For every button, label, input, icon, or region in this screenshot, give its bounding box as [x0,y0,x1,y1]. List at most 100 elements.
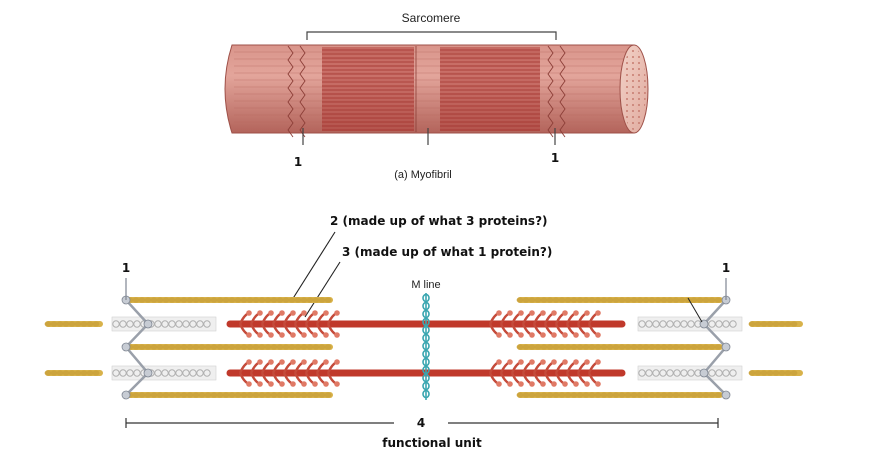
actin-bead [564,344,572,350]
myosin-head-tip [551,310,557,316]
myosin-head-tip [301,359,307,365]
myosin-head-tip [246,310,252,316]
myosin-head-tip [334,310,340,316]
actin-bead [68,321,76,327]
actin-bead [198,297,206,303]
actin-bead [180,392,188,398]
myosin-head-tip [540,381,546,387]
titin-coil [189,369,197,377]
actin-bead [666,297,674,303]
actin-bead [312,297,320,303]
filament-layer [44,278,803,400]
myosin-head-tip [595,381,601,387]
thick-filament-pointer [304,261,341,318]
z-disc-left-label: 1 [122,261,130,275]
titin-coil [715,320,723,328]
actin-bead [240,297,248,303]
myosin-head-tip [323,359,329,365]
actin-bead [312,392,320,398]
actin-bead [528,344,536,350]
actin-bead [618,392,626,398]
myosin-head-tip [573,310,579,316]
myosin-head-tip [584,359,590,365]
actin-bead [660,344,668,350]
actin-bead [138,297,146,303]
actin-bead [546,297,554,303]
myosin-head-tip [246,359,252,365]
myosin-head-tip [312,359,318,365]
actin-bead [766,321,774,327]
actin-bead [760,321,768,327]
actin-bead [270,344,278,350]
myosin-head-tip [257,359,263,365]
actin-bead [696,344,704,350]
myosin-head-tip [323,381,329,387]
actin-bead [80,370,88,376]
myosin-head-tip [257,310,263,316]
myosin-head-tip [573,381,579,387]
actin-bead [594,297,602,303]
myosin-head-tip [301,381,307,387]
actin-bead [156,344,164,350]
titin-coil [638,369,646,377]
myosin-filament [226,359,626,387]
myosin-head-tip [529,381,535,387]
myosin-head-tip [518,332,524,338]
actin-bead [600,392,608,398]
actin-bead [648,392,656,398]
actin-bead [552,344,560,350]
titin-coil [687,320,695,328]
actin-bead [62,321,70,327]
actin-bead [246,344,254,350]
actin-bead [300,297,308,303]
titin-coil [722,320,730,328]
actin-bead [222,392,230,398]
actin-bead [234,297,242,303]
actin-bead [294,297,302,303]
titin-coil [161,320,169,328]
titin-coil [638,320,646,328]
actin-bead [56,321,64,327]
actin-bead [754,321,762,327]
actin-bead [204,392,212,398]
actin-bead [294,344,302,350]
actin-bead [150,297,158,303]
actin-bead [612,344,620,350]
actin-bead [162,392,170,398]
myosin-head-tip [312,381,318,387]
myosin-head-tip [323,332,329,338]
actin-bead [92,370,100,376]
actin-bead [264,297,272,303]
actin-bead [772,370,780,376]
actin-bead [144,344,152,350]
myosin-head-tip [268,310,274,316]
titin-coil [680,320,688,328]
actin-bead [702,344,710,350]
actin-bead [168,297,176,303]
actin-bead [570,344,578,350]
titin-coil [196,320,204,328]
titin-coil [722,369,730,377]
actin-bead [748,370,756,376]
actin-bead [636,392,644,398]
myosin-head-tip [595,332,601,338]
actin-bead [174,297,182,303]
actin-bead [790,321,798,327]
titin-coil [154,369,162,377]
actin-bead [180,344,188,350]
actin-bead [748,321,756,327]
actin-bead [210,344,218,350]
actin-bead [766,370,774,376]
actin-bead [552,297,560,303]
actin-bead [594,344,602,350]
actin-bead [252,344,260,350]
actin-bead [540,344,548,350]
myofibril-end-dots [622,48,646,130]
actin-bead [92,321,100,327]
z-disc-node [721,390,731,400]
actin-bead [666,392,674,398]
actin-bead [210,297,218,303]
myofibril-caption: (a) Myofibril [394,169,451,181]
titin-sheath [637,365,743,381]
myosin-head-tip [334,332,340,338]
